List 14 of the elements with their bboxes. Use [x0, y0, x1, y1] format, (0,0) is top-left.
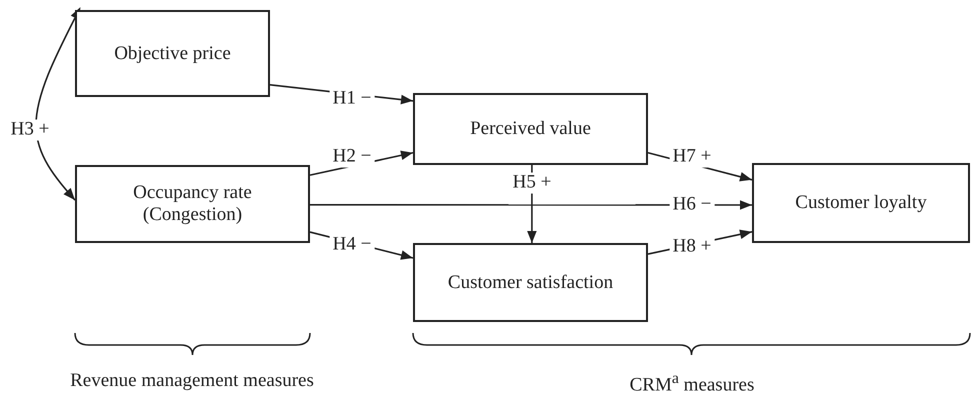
process-box [752, 163, 970, 243]
node-label: Customer loyalty [794, 192, 928, 214]
node-label: Perceived value [469, 118, 592, 140]
arrow [35, 7, 80, 201]
process-box [413, 93, 648, 165]
node-label: Occupancy rate (Congestion) [132, 182, 253, 226]
node-label: Customer satisfaction [446, 272, 614, 294]
process-box [75, 165, 310, 243]
group-caption: CRM$^{a}$ measures [630, 370, 754, 396]
process-box [75, 10, 270, 97]
arrow [310, 200, 752, 210]
group-caption: Revenue management measures [70, 370, 314, 392]
process-box [413, 243, 648, 322]
node-label: Objective price [113, 42, 232, 64]
